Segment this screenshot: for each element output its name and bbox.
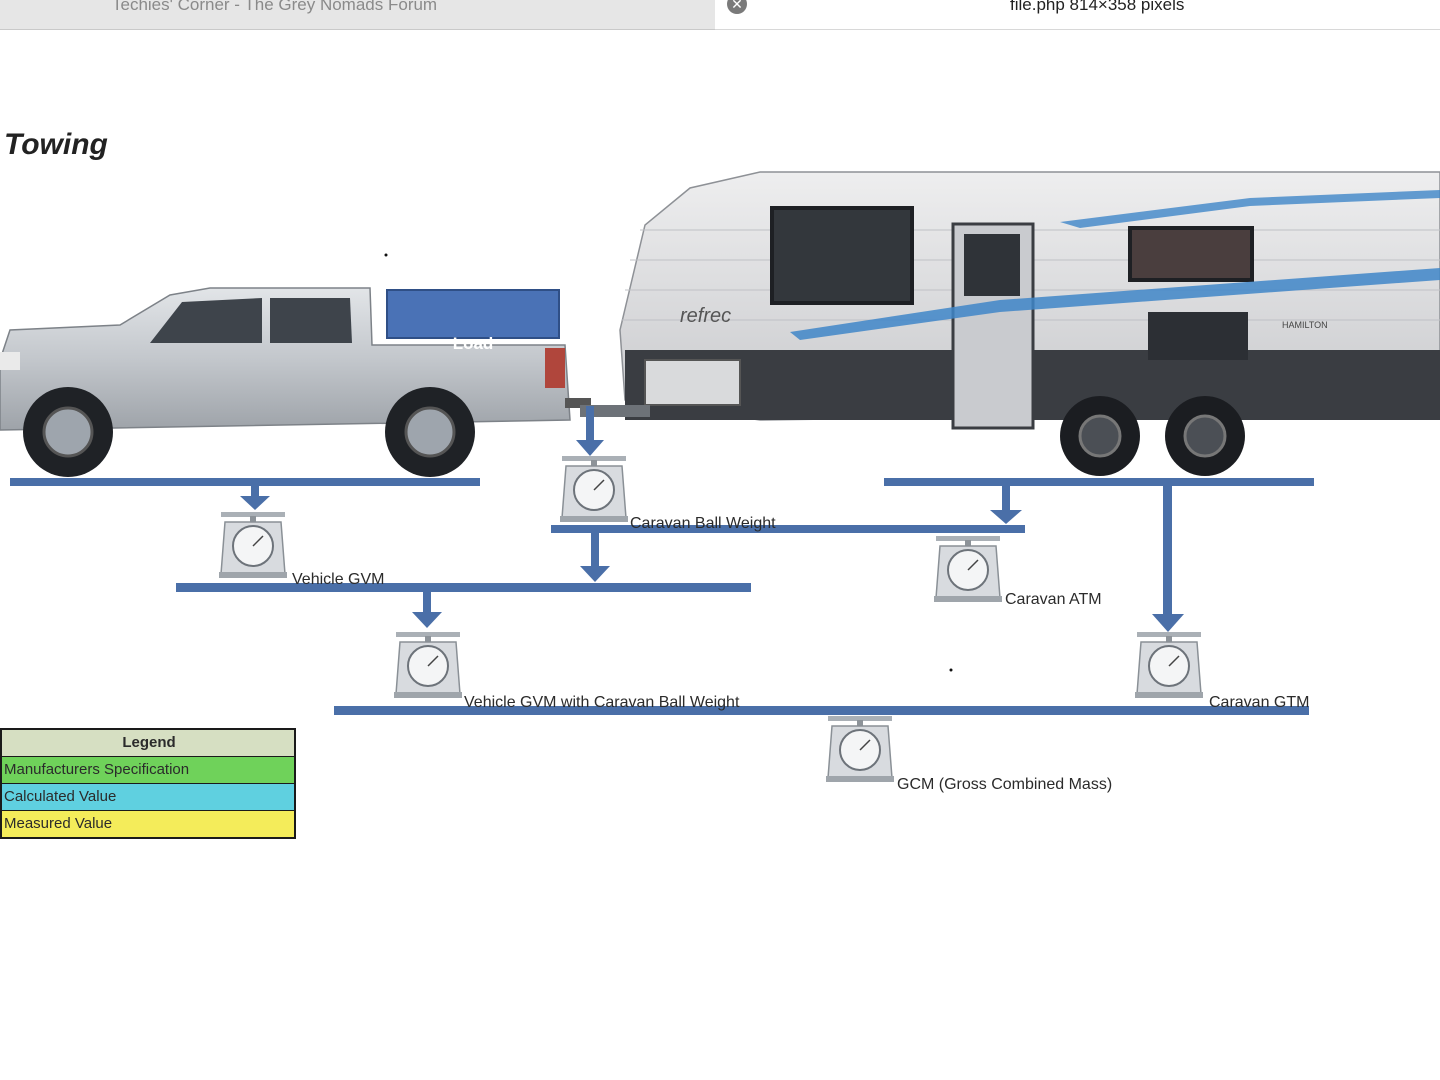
caravan: refrec HAMILTON [580,171,1440,476]
load-box [386,289,560,339]
scale-vehicle-gvm [218,511,288,579]
legend-item-calculated: Calculated Value [2,783,294,810]
label-gcm: GCM (Gross Combined Mass) [897,776,1113,793]
towing-diagram: refrec HAMILTON [0,30,1440,839]
legend: Legend Manufacturers Specification Calcu… [0,728,296,839]
tab-forum-title: Techies' Corner - The Grey Nomads Forum [112,0,438,14]
close-icon[interactable]: ✕ [727,0,747,14]
label-caravan-gtm: Caravan GTM [1209,694,1310,711]
ute-vehicle [0,287,591,477]
tab-forum[interactable]: Techies' Corner - The Grey Nomads Forum [0,0,715,30]
scale-vehicle-gvm-ball [393,631,463,699]
label-vehicle-gvm: Vehicle GVM [292,571,385,588]
svg-text:HAMILTON: HAMILTON [1282,320,1328,330]
label-vehicle-gvm-with-ball: Vehicle GVM with Caravan Ball Weight [464,694,740,711]
tab-image-title: file.php 814×358 pixels [1010,0,1185,14]
scale-ball-weight [559,455,629,523]
svg-text:refrec: refrec [680,305,731,327]
scale-gcm [825,715,895,783]
label-caravan-ball-weight: Caravan Ball Weight [630,515,776,532]
legend-item-measured: Measured Value [2,810,294,837]
scale-platforms [10,478,1314,715]
scale-caravan-gtm [1134,631,1204,699]
arrows [240,406,1184,632]
scale-caravan-atm [933,535,1003,603]
legend-title: Legend [2,730,294,756]
diagram-title: Towing [4,128,108,161]
diagram-artwork: refrec HAMILTON [0,171,1440,783]
legend-item-manufacturers: Manufacturers Specification [2,756,294,783]
load-label: Load [452,334,494,353]
browser-tab-bar: Techies' Corner - The Grey Nomads Forum … [0,0,1440,30]
tab-image[interactable]: ✕ file.php 814×358 pixels [715,0,1440,30]
label-caravan-atm: Caravan ATM [1005,591,1102,608]
